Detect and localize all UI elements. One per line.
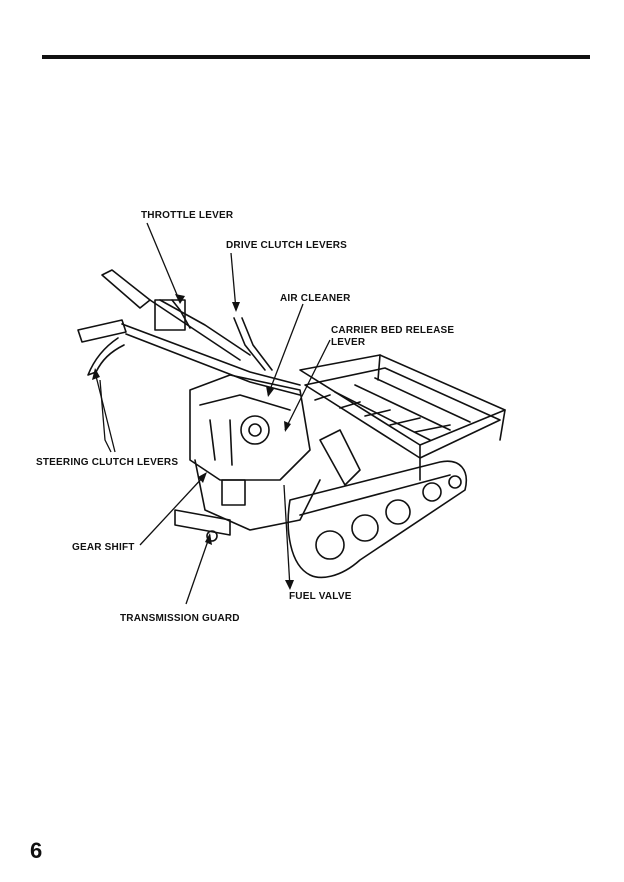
page-number: 6 <box>30 838 43 863</box>
gear-shift-label: GEAR SHIFT <box>72 542 135 553</box>
steering-clutch-levers-label: STEERING CLUTCH LEVERS <box>36 457 179 468</box>
carrier-bed-release-lever-label-line2: LEVER <box>331 337 366 348</box>
carrier-bed-release-lever-label-line1: CARRIER BED RELEASE <box>331 325 455 336</box>
air-cleaner-label: AIR CLEANER <box>280 293 351 304</box>
drive-clutch-levers-label: DRIVE CLUTCH LEVERS <box>226 240 348 251</box>
fuel-valve-label: FUEL VALVE <box>289 591 352 602</box>
transmission-guard-label: TRANSMISSION GUARD <box>120 613 240 624</box>
header-rule <box>42 55 590 59</box>
throttle-lever-label: THROTTLE LEVER <box>141 210 234 221</box>
